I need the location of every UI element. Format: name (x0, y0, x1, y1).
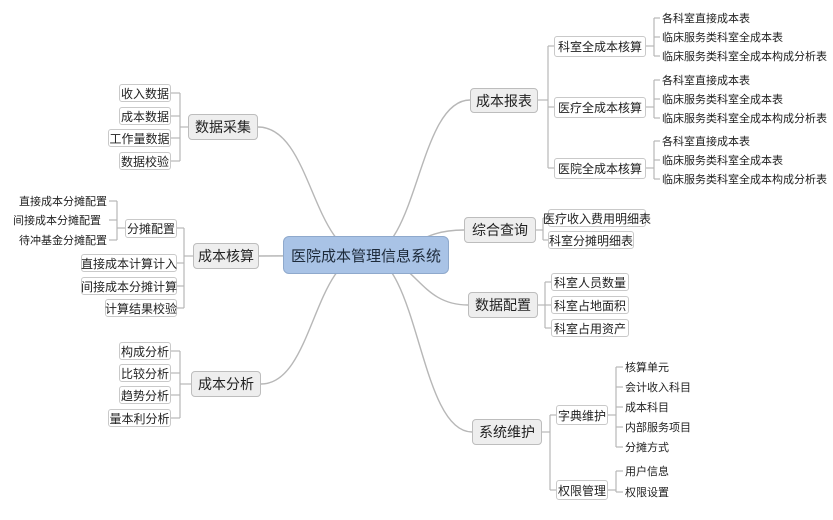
leaf-dept-staff-count[interactable]: 科室人员数量 (551, 273, 629, 291)
leaf-clinical-composition-table[interactable]: 临床服务类科室全成本构成分析表 (662, 50, 827, 63)
leaf-data-validation[interactable]: 数据校验 (119, 152, 171, 170)
leaf-income-data[interactable]: 收入数据 (119, 84, 171, 102)
leaf-dept-direct-cost-table[interactable]: 各科室直接成本表 (662, 12, 750, 25)
connector-line (365, 99, 471, 256)
branch-system-maintenance[interactable]: 系统维护 (472, 419, 542, 445)
sub-dept-full-cost[interactable]: 科室全成本核算 (554, 36, 646, 57)
leaf-clinical-full-cost-table[interactable]: 临床服务类科室全成本表 (662, 93, 783, 106)
leaf-clinical-full-cost-table[interactable]: 临床服务类科室全成本表 (662, 31, 783, 44)
leaf-dept-direct-cost-table[interactable]: 各科室直接成本表 (662, 74, 750, 87)
leaf-accounting-income-subject[interactable]: 会计收入科目 (625, 381, 691, 394)
branch-integrated-query[interactable]: 综合查询 (464, 217, 536, 243)
branch-cost-report[interactable]: 成本报表 (470, 88, 538, 113)
leaf-result-validation[interactable]: 计算结果校验 (105, 299, 177, 317)
leaf-offset-fund-allocation-config[interactable]: 待冲基金分摊配置 (19, 234, 107, 247)
leaf-clinical-composition-table[interactable]: 临床服务类科室全成本构成分析表 (662, 112, 827, 125)
leaf-clinical-full-cost-table[interactable]: 临床服务类科室全成本表 (662, 154, 783, 167)
leaf-permission-settings[interactable]: 权限设置 (625, 486, 669, 499)
sub-allocation-config[interactable]: 分摊配置 (125, 219, 177, 238)
branch-cost-accounting[interactable]: 成本核算 (193, 243, 259, 269)
sub-hospital-full-cost[interactable]: 医院全成本核算 (554, 158, 646, 179)
leaf-dept-allocation-detail[interactable]: 科室分摊明细表 (548, 231, 634, 249)
leaf-cvp-analysis[interactable]: 量本利分析 (108, 409, 171, 427)
leaf-dept-direct-cost-table[interactable]: 各科室直接成本表 (662, 135, 750, 148)
branch-cost-analysis[interactable]: 成本分析 (191, 371, 261, 397)
leaf-cost-data[interactable]: 成本数据 (119, 107, 171, 125)
leaf-composition-analysis[interactable]: 构成分析 (119, 342, 171, 360)
leaf-clinical-composition-table[interactable]: 临床服务类科室全成本构成分析表 (662, 173, 827, 186)
branch-data-config[interactable]: 数据配置 (468, 292, 538, 318)
leaf-medical-income-detail[interactable]: 医疗收入费用明细表 (543, 209, 651, 227)
branch-data-collection[interactable]: 数据采集 (188, 114, 258, 140)
leaf-comparison-analysis[interactable]: 比较分析 (119, 364, 171, 382)
leaf-user-info[interactable]: 用户信息 (625, 465, 669, 478)
leaf-cost-subject[interactable]: 成本科目 (625, 401, 669, 414)
leaf-trend-analysis[interactable]: 趋势分析 (119, 386, 171, 404)
leaf-indirect-cost-allocation-config[interactable]: 间接成本分摊配置 (13, 214, 101, 227)
sub-permission-management[interactable]: 权限管理 (556, 480, 608, 500)
leaf-internal-service-item[interactable]: 内部服务项目 (625, 421, 691, 434)
leaf-indirect-cost-calculation[interactable]: 间接成本分摊计算 (81, 277, 177, 295)
leaf-allocation-method[interactable]: 分摊方式 (625, 441, 669, 454)
leaf-workload-data[interactable]: 工作量数据 (108, 129, 171, 147)
leaf-dept-floor-area[interactable]: 科室占地面积 (551, 296, 629, 314)
sub-dictionary-maintenance[interactable]: 字典维护 (556, 405, 608, 425)
connector-line (260, 254, 367, 385)
leaf-direct-cost-allocation-config[interactable]: 直接成本分摊配置 (19, 195, 107, 208)
leaf-accounting-unit[interactable]: 核算单元 (625, 361, 669, 374)
leaf-dept-assets[interactable]: 科室占用资产 (551, 319, 629, 337)
sub-medical-full-cost[interactable]: 医疗全成本核算 (554, 97, 646, 118)
leaf-direct-cost-calculation[interactable]: 直接成本计算计入 (81, 254, 177, 272)
root-node[interactable]: 医院成本管理信息系统 (283, 236, 449, 274)
